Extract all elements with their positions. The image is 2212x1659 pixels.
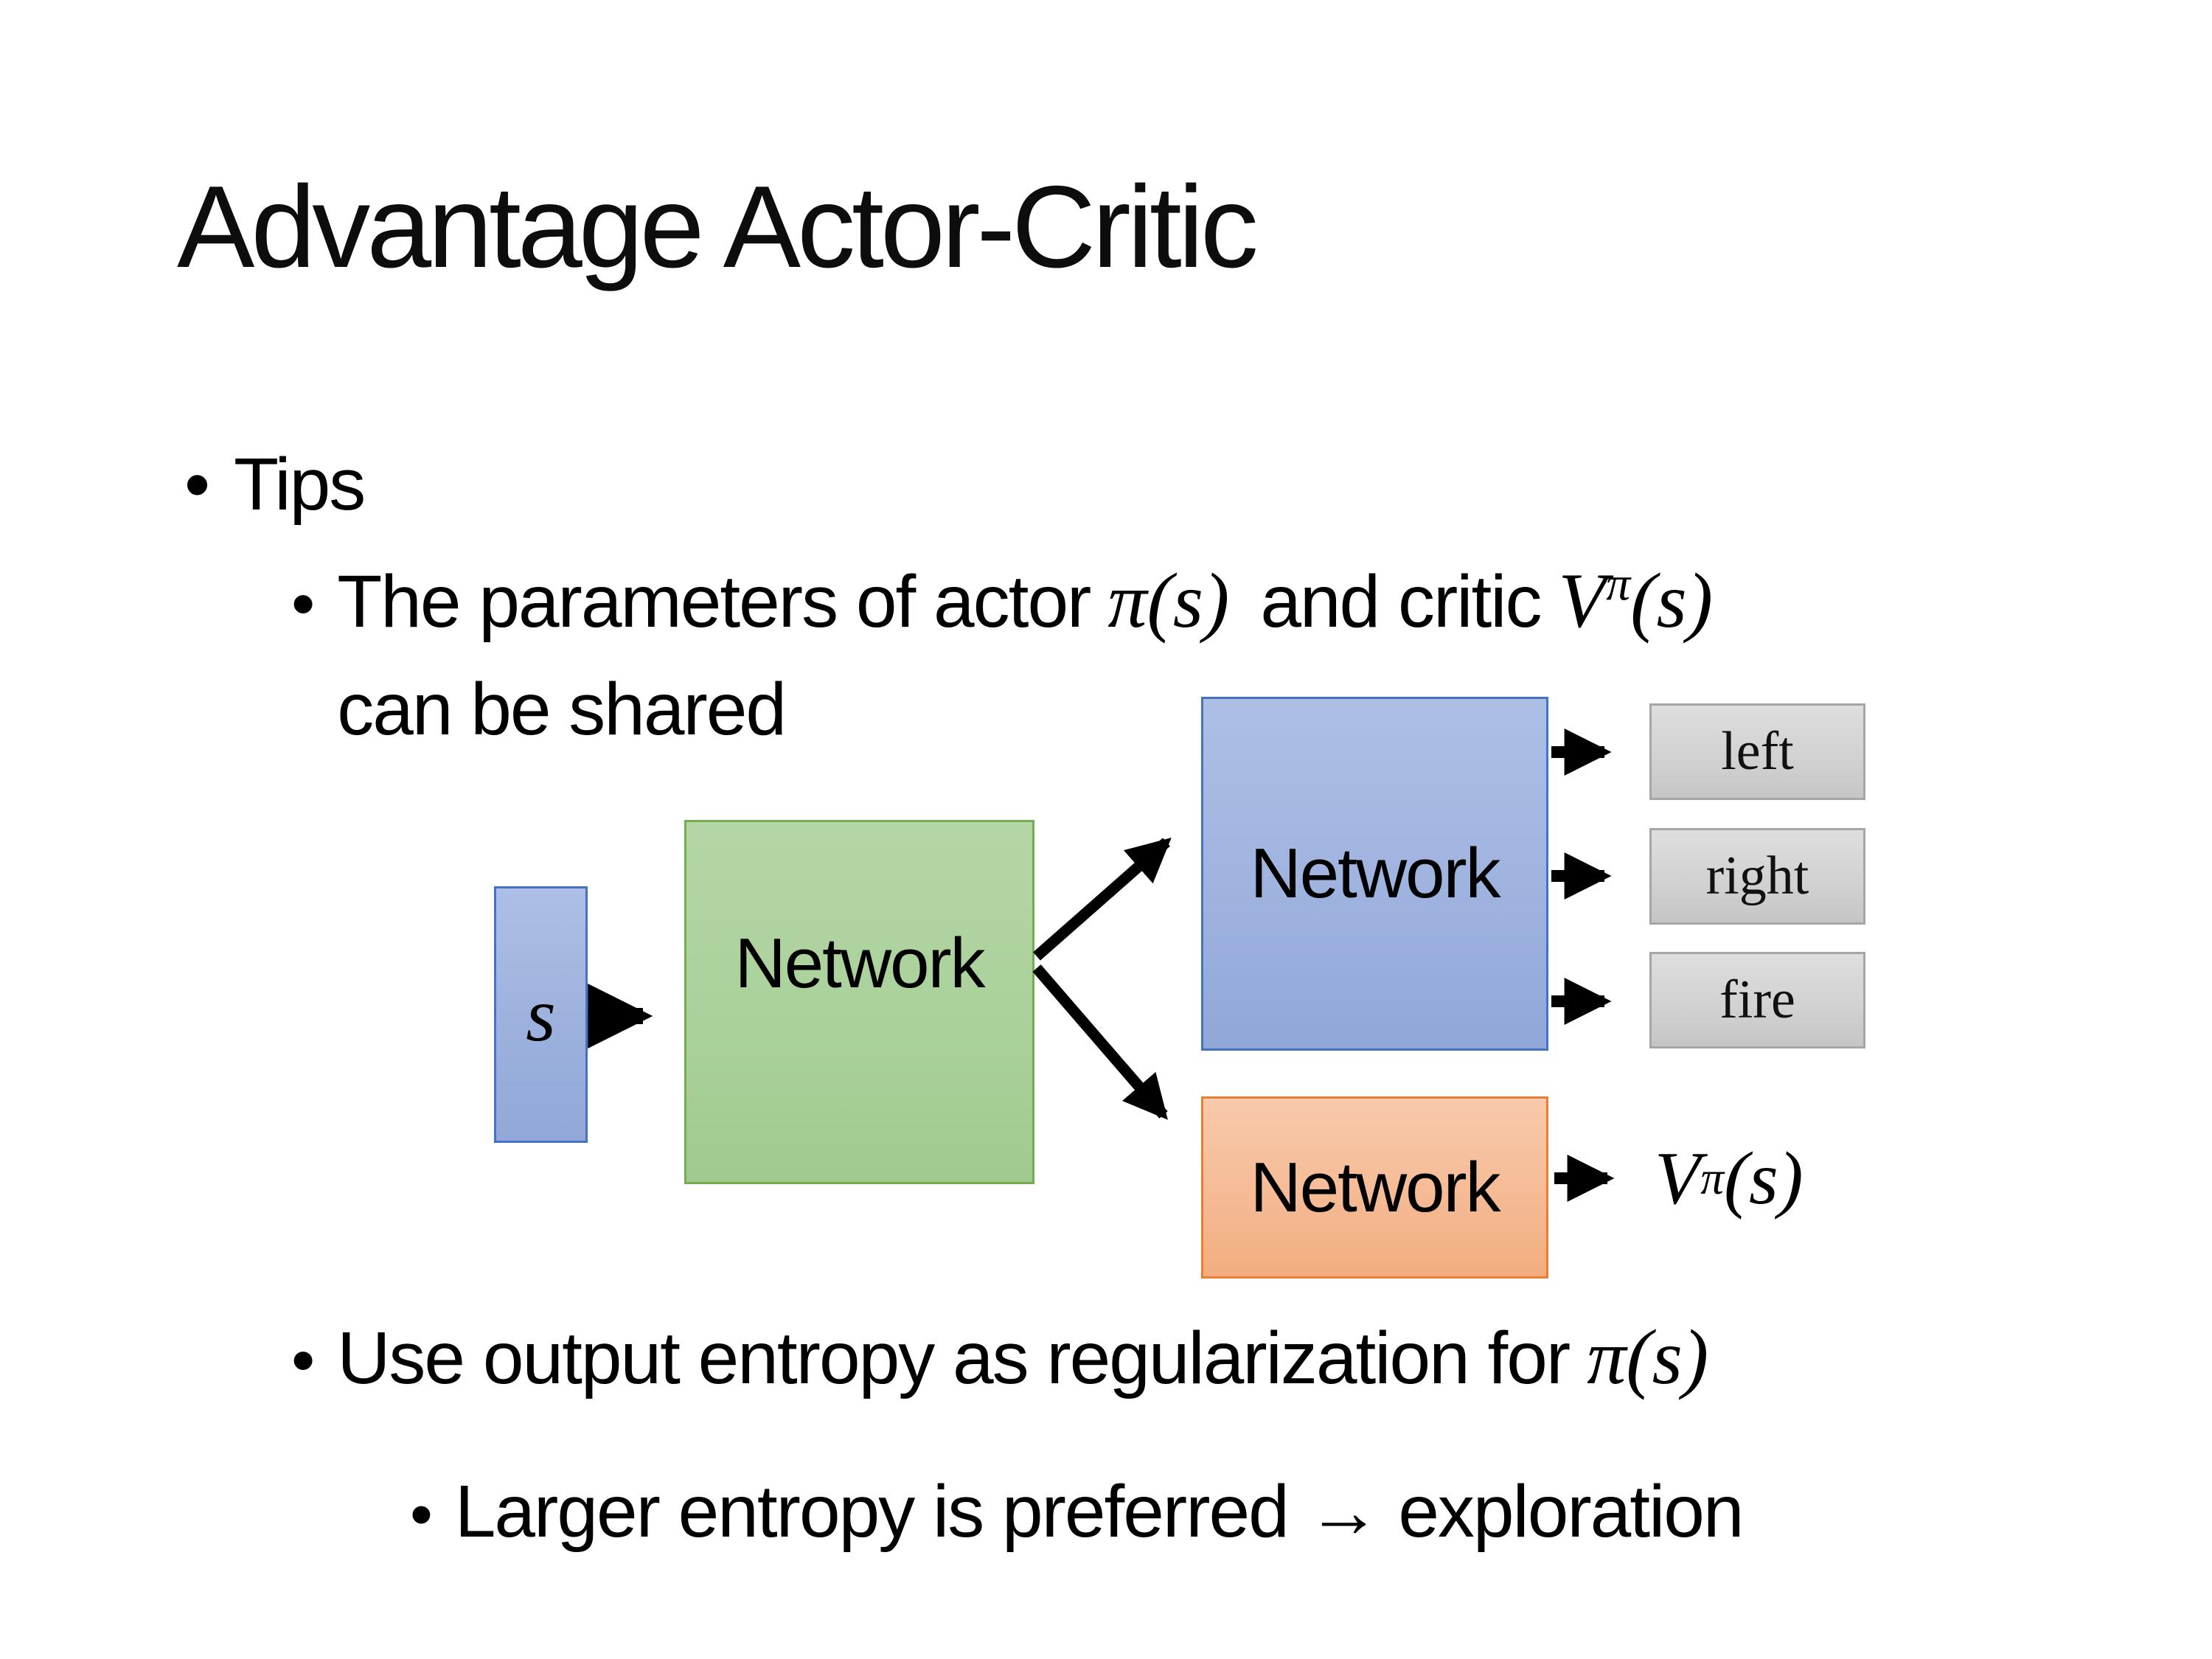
action-box-fire: fire	[1649, 952, 1865, 1048]
action-right-label: right	[1705, 846, 1809, 906]
bullet-exploration: • Larger entropy is preferred → explorat…	[410, 1470, 1745, 1554]
action-fire-label: fire	[1719, 970, 1795, 1030]
arrow-shared-to-actor-network	[1033, 838, 1172, 961]
slide-title: Advantage Actor-Critic	[177, 162, 1259, 292]
critic-network-box: Network	[1201, 1096, 1548, 1279]
parameters-text-mid: and critic	[1260, 560, 1542, 643]
tips-label: Tips	[234, 443, 366, 526]
bullet-icon: •	[410, 1478, 433, 1551]
entropy-text-pre: Use output entropy as regularization for	[337, 1317, 1571, 1399]
actor-policy-math: π(s)	[1107, 557, 1230, 644]
entropy-line: Use output entropy as regularization for…	[337, 1304, 1708, 1412]
action-box-left: left	[1649, 703, 1865, 800]
shared-network-box: Network	[684, 820, 1034, 1184]
bullet-icon: •	[291, 1323, 315, 1398]
value-args: (s)	[1724, 1136, 1804, 1220]
exploration-text: Larger entropy is preferred → exploratio…	[454, 1470, 1745, 1553]
actor-network-label: Network	[1250, 834, 1500, 913]
state-label: s	[526, 972, 556, 1057]
critic-math-base: V	[1558, 557, 1607, 644]
actor-network-box: Network	[1201, 697, 1548, 1051]
critic-math-args: (s)	[1630, 557, 1714, 644]
parameters-text-pre: The parameters of actor	[337, 560, 1091, 643]
entropy-policy-math: π(s)	[1587, 1314, 1709, 1400]
critic-math-sup-pi: π	[1606, 557, 1631, 611]
bullet-icon: •	[184, 443, 210, 526]
shared-network-label: Network	[734, 924, 985, 1003]
arrow-shared-to-critic-network	[1032, 964, 1168, 1120]
critic-value-math: Vπ(s)	[1558, 557, 1713, 644]
action-box-right: right	[1649, 828, 1865, 925]
bullet-entropy-regularization: • Use output entropy as regularization f…	[291, 1304, 1708, 1412]
action-left-label: left	[1721, 721, 1794, 782]
value-base: V	[1655, 1136, 1701, 1220]
bullet-tips: • Tips	[184, 442, 366, 527]
parameters-line2: can be shared	[337, 668, 787, 751]
bullet-icon: •	[291, 566, 315, 641]
state-input-box: s	[494, 886, 588, 1143]
critic-network-label: Network	[1250, 1147, 1500, 1227]
